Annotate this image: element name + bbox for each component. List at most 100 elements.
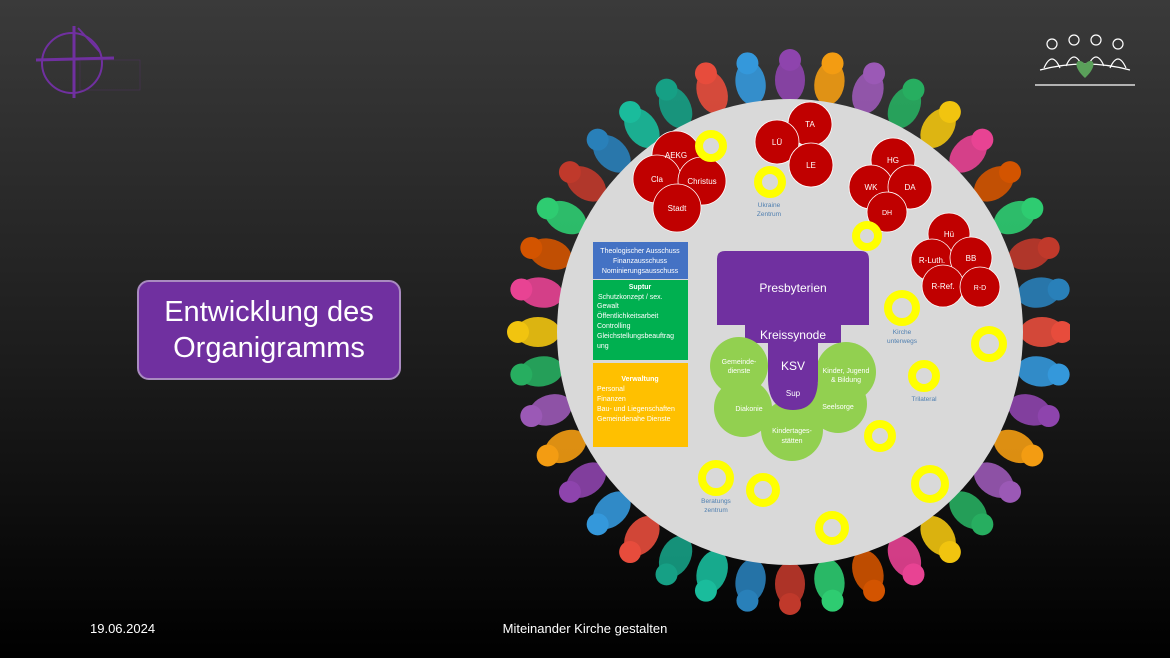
service-label: Seelsorge [822,404,854,411]
person-figure [775,49,805,102]
parish-label: LE [806,161,816,170]
people-ring [507,49,1070,615]
person-figure [694,62,728,114]
parish-label: TA [805,120,815,129]
parish-label: Christus [687,177,716,186]
person-figure [949,128,994,173]
suptur-box: Suptur Schutzkonzept / sex. Gewalt Öffen… [593,280,688,360]
presbyterien-shape [717,251,869,343]
yellow-ring [852,221,882,251]
person-figure [887,78,925,129]
committees-box: Theologischer Ausschuss Finanzausschuss … [593,242,688,279]
person-figure [586,491,631,536]
beratung-label: Beratungs [701,498,731,505]
service-label: dienste [728,368,751,375]
yellow-rings [695,130,1007,545]
person-figure [510,356,563,387]
suptur-item: ung [597,343,609,350]
sup-label: Sup [786,389,801,398]
person-figure [510,277,563,308]
person-figure [852,62,886,114]
suptur-title: Suptur [629,284,652,291]
yellow-ring [746,473,780,507]
yellow-ring [754,166,786,198]
person-figure [852,550,886,602]
person-figure [775,562,805,615]
yellow-ring [815,511,849,545]
person-figure [655,535,693,586]
person-figure [974,161,1022,202]
title-line-2: Organigramms [173,332,365,364]
person-figure [1017,277,1070,308]
yellow-ring [695,130,727,162]
presbyterien-label: Presbyterien [759,281,826,295]
kirche-unterwegs-label: unterwegs [887,338,918,345]
service-label: Gemeinde- [722,359,757,366]
person-figure [586,128,631,173]
verwaltung-title: Verwaltung [621,376,658,383]
person-figure [694,550,728,602]
ukraine-label: Zentrum [757,211,781,218]
suptur-item: Controlling [597,323,631,330]
person-figure [920,100,961,148]
title-line-1: Entwicklung des [164,296,374,328]
parish-cluster-1: AEKG Cla Christus Stadt [632,130,727,233]
kirche-unterwegs-label: Kirche [893,329,912,336]
person-figure [1017,356,1070,387]
parish-cluster-4: Hü R-Luth. BB R-Ref. R-D [910,212,1001,308]
service-label: Kinder, Jugend [823,368,870,375]
verwaltung-item: Gemeindenahe Dienste [597,416,671,423]
person-figure [558,462,606,503]
person-figure [993,197,1044,235]
person-figure [735,52,766,105]
person-figure [974,462,1022,503]
person-figure [520,236,572,270]
person-figure [814,52,845,105]
footer-title: Miteinander Kirche gestalten [502,621,668,636]
parish-label: Hü [944,230,954,239]
parish-label: HG [887,156,899,165]
organigram-diagram: AEKG Cla Christus Stadt TA LÜ LE HG WK D… [507,49,1070,615]
person-figure [536,197,587,235]
church-district-logo [35,26,141,98]
yellow-ring [884,290,920,326]
verwaltung-item: Personal [597,386,625,393]
ukraine-label: Ukraine [758,202,781,209]
yellow-ring [864,420,896,452]
footer-date: 19.06.2024 [90,621,156,636]
parish-cluster-2: TA LÜ LE [754,101,834,188]
person-figure [735,559,766,612]
trilateral-label: Trilateral [911,396,937,403]
parish-label: R-Luth. [919,256,945,265]
parish-cluster-3: HG WK DA DH [848,137,933,233]
governance-center: Presbyterien Kreissynode KSV Sup Gemeind… [710,251,876,461]
committee-item: Theologischer Ausschuss [600,248,680,255]
suptur-item: Schutzkonzept / sex. [598,294,663,301]
person-figure [887,535,925,586]
parish-label: DH [882,210,892,217]
parish-label: WK [865,183,879,192]
kreissynode-label: Kreissynode [760,328,826,342]
verwaltung-box: Verwaltung Personal Finanzen Bau- und Li… [593,363,688,447]
service-label: Diakonie [735,406,762,413]
service-circle [710,337,768,395]
parish-label: Stadt [668,204,687,213]
ksv-label: KSV [781,359,805,373]
person-figure [619,100,660,148]
parish-label: R-Ref. [931,282,954,291]
parish-label: R-D [974,285,986,292]
community-table-logo [1035,34,1135,86]
committee-item: Nominierungsausschuss [602,268,679,275]
yellow-ring [698,460,734,496]
service-label: & Bildung [831,377,861,384]
committee-item: Finanzausschuss [613,258,668,265]
service-label: stätten [781,438,802,445]
person-figure [1020,317,1070,347]
person-figure [558,161,606,202]
person-figure [507,317,560,347]
service-circle [761,399,823,461]
person-figure [619,516,660,564]
person-figure [1008,236,1060,270]
verwaltung-item: Finanzen [597,396,626,403]
person-figure [993,429,1044,467]
